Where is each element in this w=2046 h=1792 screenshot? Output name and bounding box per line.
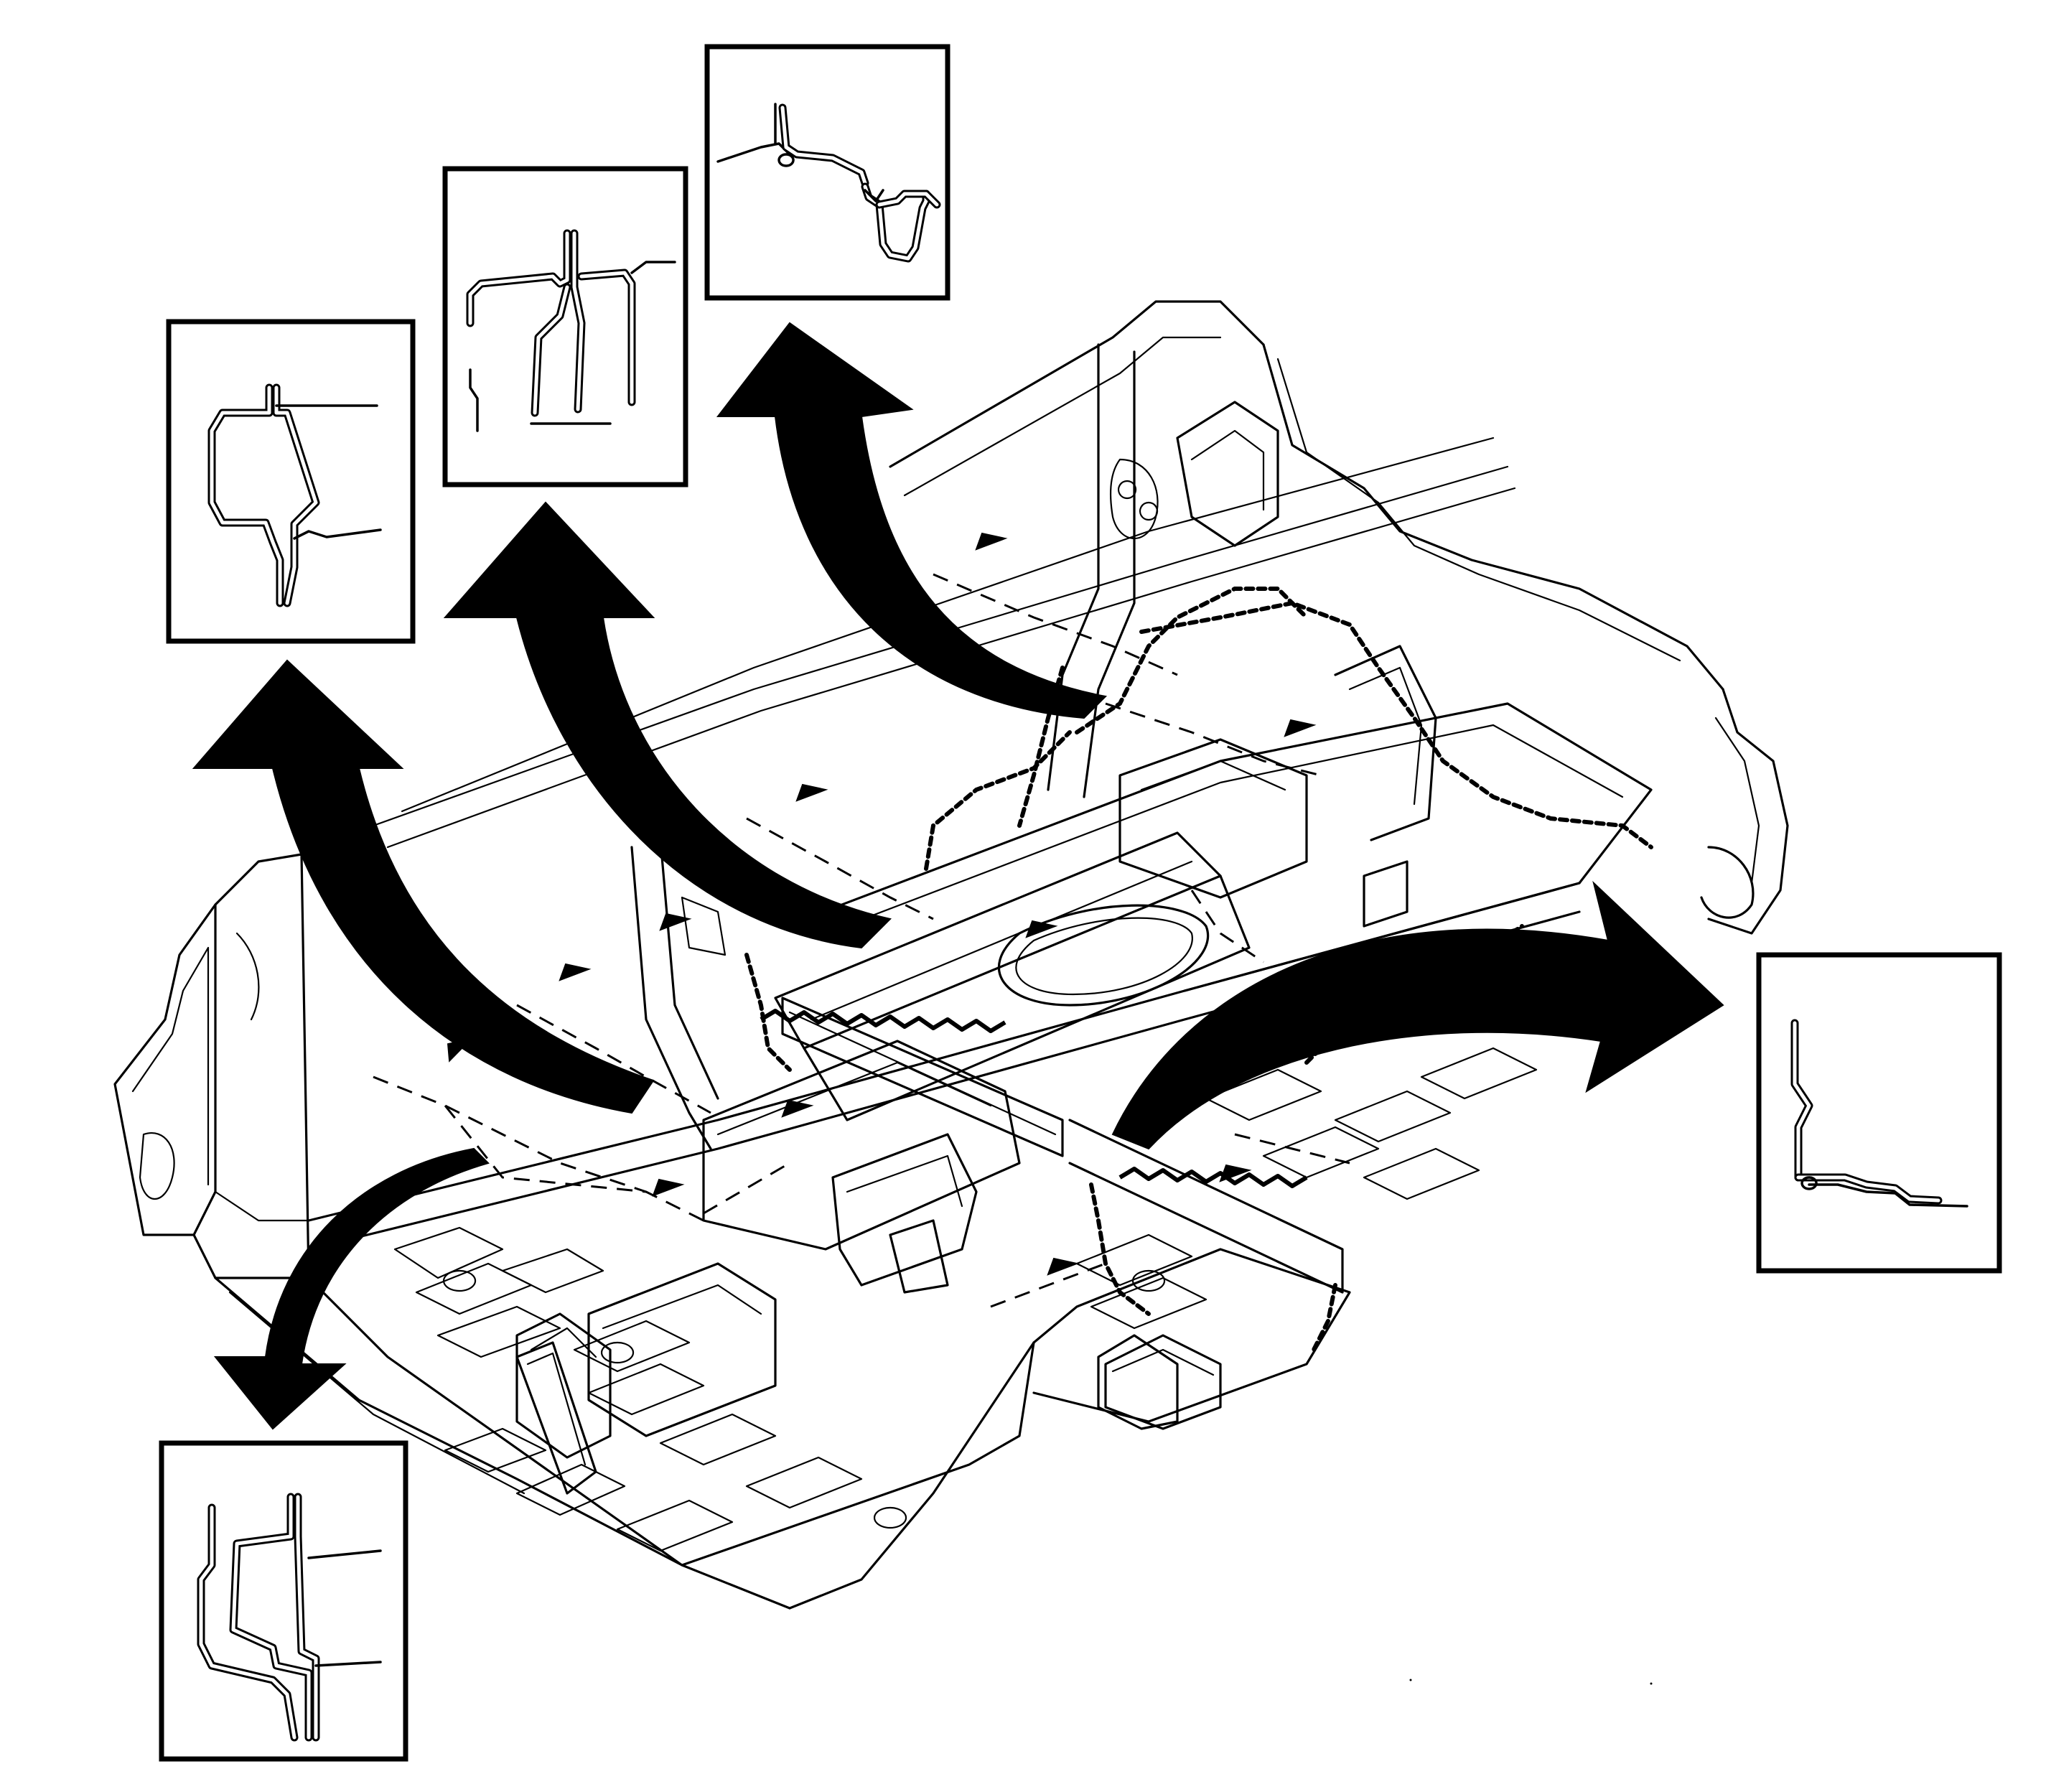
arrow-to-detail-3 — [716, 322, 1108, 719]
callout-box-detail-5 — [159, 1440, 408, 1762]
arrow-to-detail-1 — [192, 659, 655, 1114]
front-floor-left — [307, 1226, 1035, 1567]
callout-box-detail-4 — [1756, 952, 2002, 1274]
stray-mark — [1650, 1682, 1653, 1685]
stray-mark — [1409, 1679, 1412, 1681]
section-profile-icon — [466, 229, 676, 432]
callout-box-detail-1 — [166, 319, 416, 644]
section-profile-icon — [197, 1493, 382, 1742]
callout-arrows — [192, 322, 1724, 1430]
callout-box-detail-2 — [442, 166, 688, 487]
section-profile-icon — [207, 383, 382, 607]
callout-box-detail-3 — [704, 44, 950, 301]
arrow-to-detail-5 — [213, 1147, 490, 1430]
rear-floor-right — [1032, 1047, 1538, 1430]
section-profile-icon — [1790, 1019, 1968, 1208]
section-profile-icon — [716, 103, 941, 263]
arrow-to-detail-2 — [443, 501, 892, 949]
arrow-to-detail-4 — [1111, 880, 1724, 1150]
